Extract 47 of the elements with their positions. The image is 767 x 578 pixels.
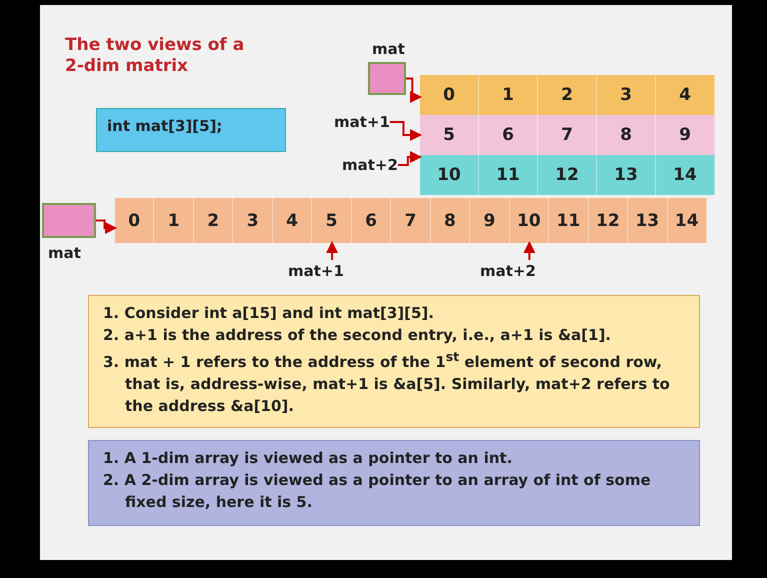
- pointer-box: [42, 203, 96, 238]
- array-cell: 11: [479, 155, 538, 195]
- array-cell: 3: [233, 198, 273, 243]
- array-cell: 8: [430, 198, 470, 243]
- array-cell: 9: [470, 198, 510, 243]
- pointer-name: mat: [48, 244, 81, 262]
- array-cell: 10: [420, 155, 479, 195]
- pointer-label: mat+2: [480, 262, 536, 280]
- pointer-name: mat: [372, 40, 405, 58]
- arrow: [390, 121, 422, 141]
- array-row: [420, 75, 715, 115]
- array-row: [420, 155, 715, 195]
- list-item: 2. A 2-dim array is viewed as a pointer to an array of int of some fixed size, here it is 5.: [103, 470, 652, 513]
- array-cell: 10: [510, 198, 550, 243]
- array-cell: 14: [668, 198, 707, 243]
- pointer-label: mat+2: [342, 156, 398, 174]
- arrow: [326, 241, 338, 260]
- note-box: [88, 295, 700, 428]
- array-cell: 0: [115, 198, 154, 243]
- declaration-box: int mat[3][5];: [96, 108, 286, 152]
- note-box: [88, 440, 700, 526]
- arrow: [523, 241, 536, 260]
- array-cell: 12: [588, 198, 628, 243]
- slide-title: The two views of a 2-dim matrix: [65, 35, 246, 77]
- array-cell: 13: [628, 198, 668, 243]
- list-item: 3. mat + 1 refers to the address of the 1$^{st}$ element of second row, that is, address-wise, mat+1 is &a[5]. Similarly, mat+2 refers to the address &a[10].: [103, 348, 671, 417]
- array-cell: 7: [391, 198, 431, 243]
- array-row: [420, 115, 715, 155]
- pointer-box: [368, 62, 406, 95]
- array-cell: 1: [154, 198, 194, 243]
- array-cell: 5: [312, 198, 352, 243]
- array-cell: 2: [194, 198, 234, 243]
- arrow: [398, 151, 422, 166]
- list-item: 1. A 1-dim array is viewed as a pointer to an int.: [103, 448, 514, 469]
- array-cell: 13: [597, 155, 656, 195]
- array-cell: 14: [656, 155, 715, 195]
- list-item: 2. a+1 is the address of the second entry, i.e., a+1 is &a[1].: [103, 325, 612, 346]
- array-cell: 4: [272, 198, 312, 243]
- array-cell: 11: [549, 198, 589, 243]
- array-cell: 6: [352, 198, 392, 243]
- pointer-label: mat+1: [334, 113, 390, 131]
- list-item: 1. Consider int a[15] and int mat[3][5].: [103, 303, 435, 324]
- pointer-label: mat+1: [288, 262, 344, 280]
- arrow: [96, 220, 117, 234]
- array-cell: 12: [538, 155, 597, 195]
- arrow: [406, 78, 422, 103]
- array-row: [115, 198, 707, 243]
